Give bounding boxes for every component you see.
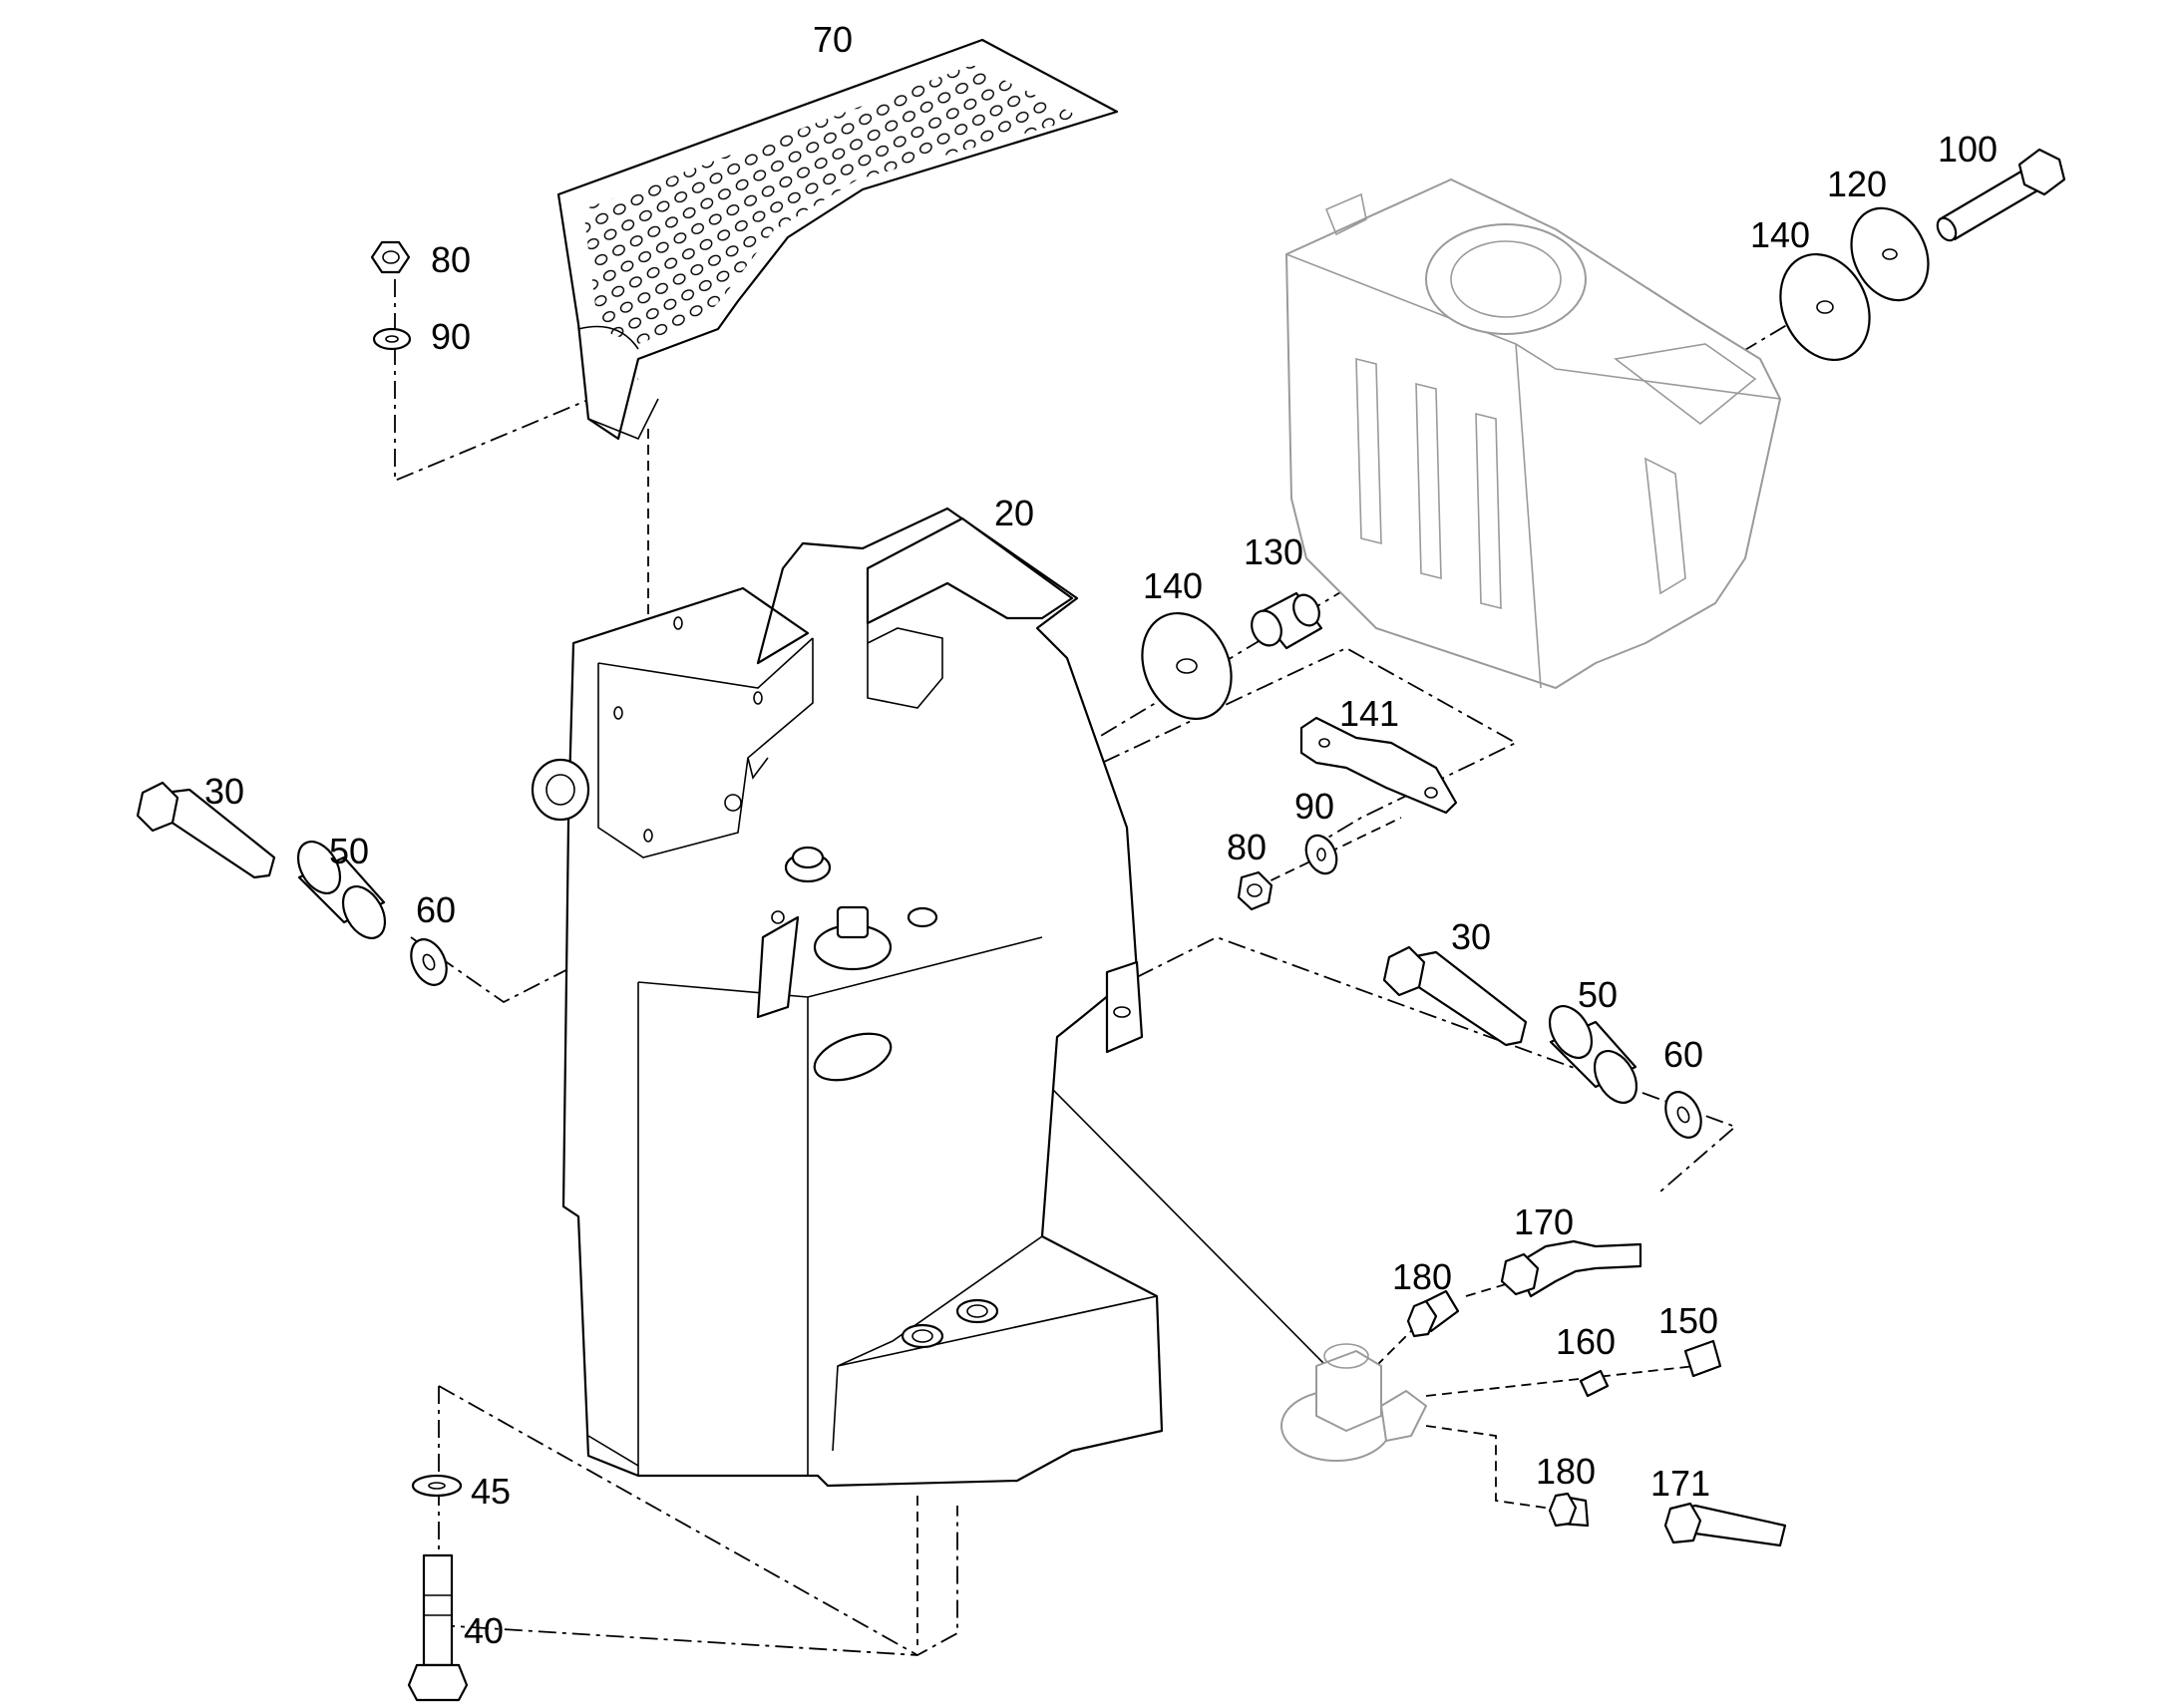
tank-part-20 <box>531 507 1164 1488</box>
callout-160: 160 <box>1556 1321 1616 1362</box>
bolt-part-30-right <box>1382 945 1528 1047</box>
washer-part-140-right <box>1779 252 1871 362</box>
nut-part-80-right <box>1237 870 1273 911</box>
callout-130: 130 <box>1244 531 1303 572</box>
callout-60-right: 60 <box>1663 1034 1703 1075</box>
callout-80-right: 80 <box>1227 827 1267 867</box>
callout-141: 141 <box>1339 693 1399 734</box>
callout-90-top: 90 <box>431 316 471 357</box>
callout-45: 45 <box>471 1471 511 1512</box>
bolt-part-30-left <box>136 781 276 879</box>
callout-70: 70 <box>813 19 853 60</box>
callout-60-left: 60 <box>416 889 456 930</box>
hose-fitting-part-171 <box>1663 1502 1787 1547</box>
spacer-part-130 <box>1251 591 1323 650</box>
perforated-cover-part-70 <box>556 38 1119 441</box>
reservoir-tank <box>1285 178 1781 689</box>
washer-part-90-top <box>372 327 412 351</box>
washer-part-140-center <box>1141 611 1233 721</box>
callout-100: 100 <box>1938 129 1998 170</box>
callout-30-left: 30 <box>204 771 244 812</box>
spacer-part-50-left <box>296 841 387 939</box>
bolt-part-100 <box>1936 148 2066 242</box>
washer-part-120 <box>1850 206 1930 302</box>
hose-fitting-part-170 <box>1500 1239 1642 1298</box>
callout-50-right: 50 <box>1578 974 1618 1015</box>
callout-20: 20 <box>994 493 1034 533</box>
sender-unit <box>1280 1343 1427 1462</box>
callout-40: 40 <box>464 1610 504 1651</box>
callout-180-upper: 180 <box>1392 1256 1452 1297</box>
callout-171: 171 <box>1650 1463 1710 1504</box>
callout-140-right: 140 <box>1750 214 1810 255</box>
callout-170: 170 <box>1514 1201 1574 1242</box>
washer-part-90-right <box>1304 834 1338 875</box>
bracket-part-141 <box>1299 716 1458 815</box>
callout-80-top: 80 <box>431 239 471 280</box>
callout-150: 150 <box>1658 1300 1718 1341</box>
cap-part-150 <box>1683 1339 1722 1378</box>
callout-labels: 70 80 90 20 100 120 140 140 130 141 90 8… <box>204 19 1998 1651</box>
spacer-part-50-right <box>1548 1005 1638 1104</box>
fitting-part-160 <box>1579 1369 1610 1398</box>
callout-180-lower: 180 <box>1536 1451 1596 1492</box>
fitting-part-180-upper <box>1406 1289 1460 1338</box>
callout-90-right: 90 <box>1294 786 1334 827</box>
bolt-part-40 <box>407 1553 469 1702</box>
washer-part-45 <box>411 1474 463 1498</box>
fitting-part-180-lower <box>1548 1492 1590 1528</box>
washer-part-60-left <box>410 938 448 986</box>
callout-50-left: 50 <box>329 831 369 871</box>
callout-140-center: 140 <box>1143 565 1203 606</box>
callout-120: 120 <box>1827 164 1887 204</box>
washer-part-60-right <box>1664 1091 1702 1139</box>
callout-30-right: 30 <box>1451 916 1491 957</box>
nut-part-80-top <box>370 240 411 274</box>
